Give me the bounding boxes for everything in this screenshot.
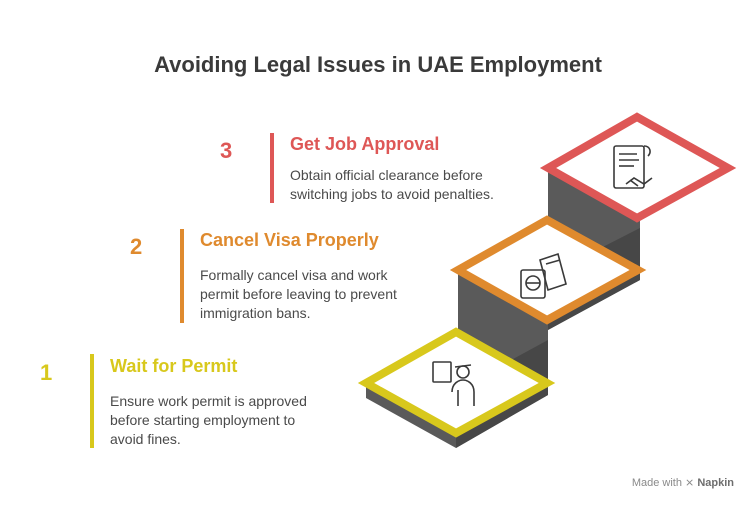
step-2-heading: Cancel Visa Properly (200, 230, 379, 250)
step-3-accent-bar (270, 133, 274, 203)
step-2-accent-bar (180, 229, 184, 323)
step-1-platform (357, 327, 556, 438)
made-with-footer: Made with ⨯ Napkin (632, 476, 734, 489)
step-3-heading: Get Job Approval (290, 134, 440, 154)
step-2-number: 2 (130, 234, 143, 259)
step-1-description: Ensure work permit is approved before st… (110, 393, 307, 447)
step-3-platform (539, 112, 737, 223)
step-2-description: Formally cancel visa and work permit bef… (200, 267, 397, 321)
made-with-label: Made with (631, 477, 682, 489)
officer-with-document-icon (432, 361, 475, 406)
step-1-heading: Wait for Permit (110, 356, 238, 376)
step-3-number: 3 (220, 138, 233, 163)
passport-and-ticket-icon (520, 252, 567, 299)
step-3-description: Obtain official clearance before switchi… (290, 167, 494, 202)
contract-handshake-icon (613, 145, 653, 189)
step-2-platform (449, 215, 647, 325)
step-1-number: 1 (40, 360, 53, 385)
step-1-accent-bar (90, 354, 94, 448)
napkin-logo-icon: ⨯ (685, 477, 695, 489)
page-title: Avoiding Legal Issues in UAE Employment (154, 52, 602, 77)
napkin-brand: Napkin (697, 477, 734, 489)
